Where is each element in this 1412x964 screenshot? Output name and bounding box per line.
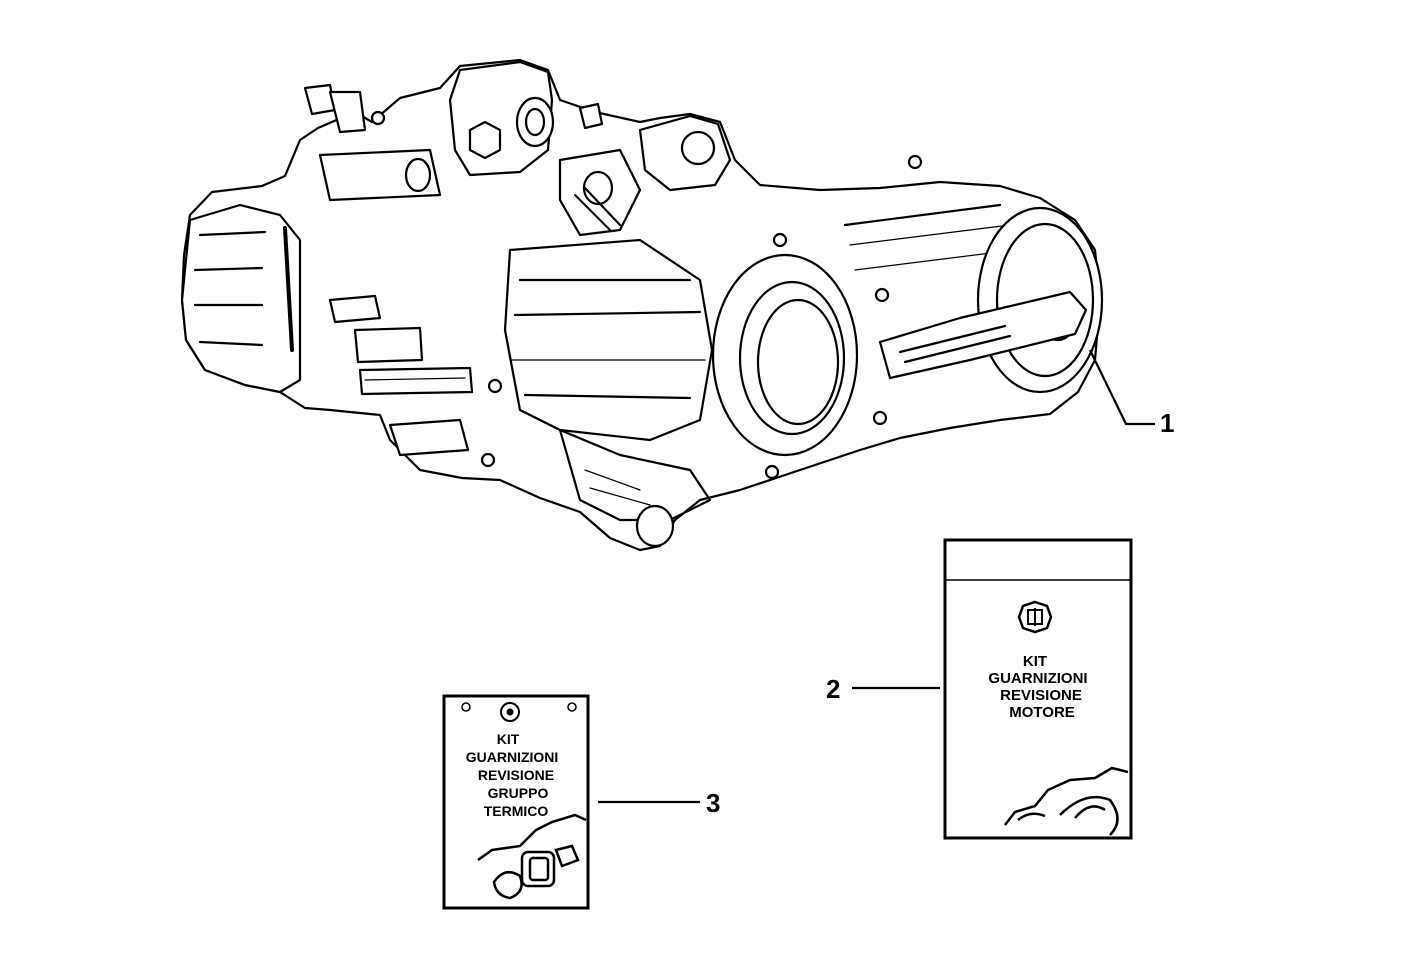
kit-termico-line-5: TERMICO xyxy=(484,803,549,819)
leader-line-1 xyxy=(1089,349,1155,426)
callout-leaders xyxy=(598,349,1155,804)
kit-motore-line-3: REVISIONE xyxy=(1000,687,1082,704)
callout-number-3: 3 xyxy=(706,788,720,818)
callout-number-2: 2 xyxy=(826,674,840,704)
kit-termico-line-1: KIT xyxy=(497,731,520,747)
kit-motore-line-2: GUARNIZIONI xyxy=(988,670,1087,687)
kit-motore-line-1: KIT xyxy=(1023,653,1047,670)
kit-motore-line-4: MOTORE xyxy=(1009,704,1075,721)
kit-termico-outline xyxy=(442,694,590,910)
corner-hole-icon xyxy=(567,702,577,712)
piaggio-logo-icon xyxy=(1017,600,1053,634)
callout-number-1: 1 xyxy=(1160,408,1174,438)
kit-revisione-motore: KIT GUARNIZIONI REVISIONE MOTORE xyxy=(943,538,1133,840)
kit-motore-outline xyxy=(943,538,1133,840)
corner-hole-icon xyxy=(461,702,471,712)
kit-termico-line-2: GUARNIZIONI xyxy=(466,749,559,765)
gasket-sketch-icon xyxy=(1004,766,1129,836)
engine-assembly xyxy=(180,58,1104,552)
gasket-sketch-icon xyxy=(477,813,587,900)
piaggio-logo-icon xyxy=(500,702,520,722)
kit-termico-line-3: REVISIONE xyxy=(478,767,554,783)
kit-revisione-gruppo-termico: KIT GUARNIZIONI REVISIONE GRUPPO TERMICO xyxy=(442,694,590,910)
kit-termico-line-4: GRUPPO xyxy=(488,785,549,801)
